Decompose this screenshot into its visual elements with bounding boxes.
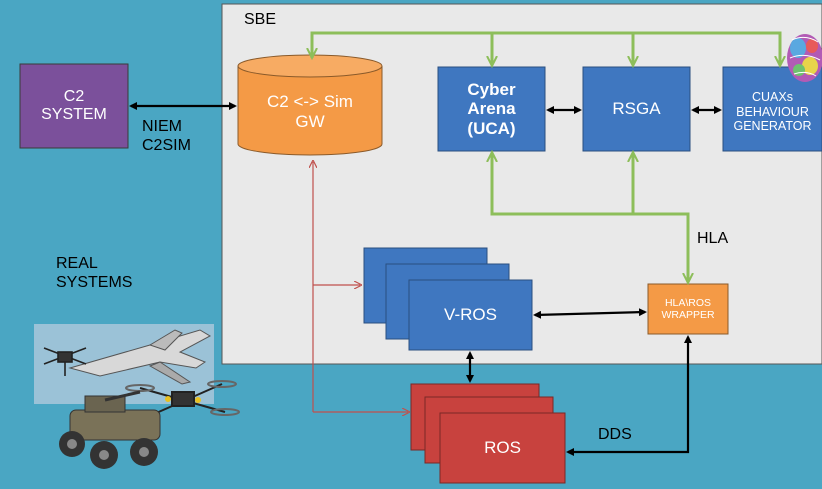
rsga-label: RSGA	[612, 99, 661, 119]
brain-icon	[787, 34, 822, 82]
cyber-arena-label: Cyber Arena (UCA)	[467, 79, 516, 138]
niem-c2sim-label: NIEM C2SIM	[142, 118, 191, 155]
ros-label: ROS	[484, 438, 521, 458]
hla-label: HLA	[697, 230, 729, 247]
cuaxs-label: CUAXs BEHAVIOUR GENERATOR	[733, 90, 812, 134]
vros-label: V-ROS	[444, 305, 497, 325]
vros-box-front	[408, 279, 533, 351]
drone-icon	[68, 329, 212, 385]
vros-wrapper-link	[533, 308, 647, 319]
gateway-label: C2 <-> Sim GW	[267, 92, 353, 131]
gateway-cylinder	[237, 54, 383, 156]
wrapper-ros-link	[566, 335, 692, 456]
small-quadcopter-icon	[43, 347, 87, 376]
dds-label: DDS	[598, 426, 632, 443]
real-systems-label: REAL SYSTEMS	[56, 255, 133, 292]
c2-system-box	[19, 63, 129, 149]
sbe-label: SBE	[244, 11, 277, 28]
wrapper-label: HLA\ROS WRAPPER	[661, 296, 715, 321]
cyber-arena-box	[437, 66, 546, 152]
red-connectors	[313, 162, 408, 412]
ground-robot-icon	[59, 390, 161, 469]
black-connectors	[129, 102, 722, 456]
hla-top-bus	[312, 31, 780, 64]
wrapper-box	[647, 283, 729, 335]
c2-system-label: C2 SYSTEM	[41, 87, 107, 123]
ros-box-front	[439, 412, 566, 484]
hla-bottom-bus	[492, 154, 688, 281]
